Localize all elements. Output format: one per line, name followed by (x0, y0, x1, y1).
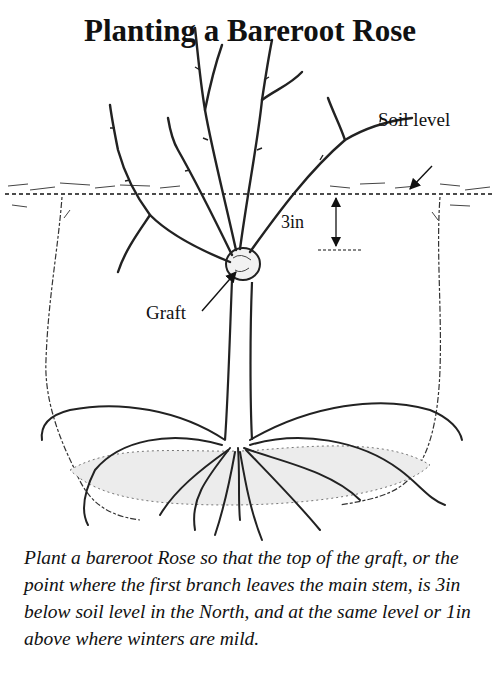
soil-level-line (5, 193, 495, 194)
dimension-label: 3in (281, 211, 331, 233)
caption: Plant a bareroot Rose so that the top of… (24, 544, 484, 652)
graft-leader (202, 272, 236, 311)
title: Planting a Bareroot Rose (0, 12, 500, 50)
soil-level-leader (410, 166, 432, 189)
dimension-tick (318, 250, 362, 251)
branches (110, 28, 412, 272)
main-stem (225, 280, 252, 440)
dimension-arrow (335, 198, 336, 246)
soil-level-label: Soil level (378, 108, 488, 132)
graft-label: Graft (146, 301, 216, 325)
graft-texture (233, 255, 251, 271)
thorns (110, 67, 381, 181)
